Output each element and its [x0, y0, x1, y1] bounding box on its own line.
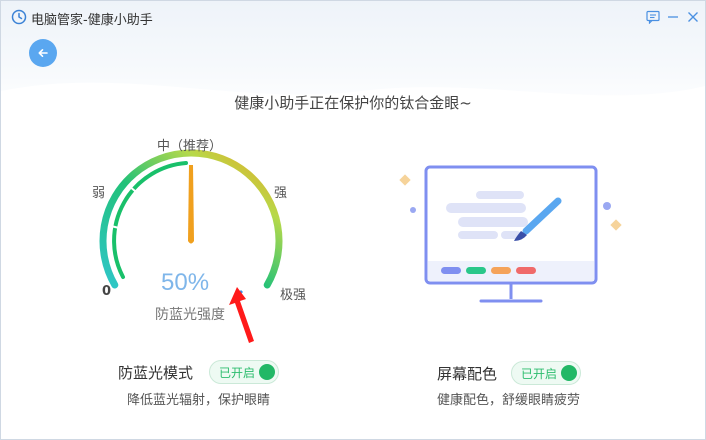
gauge-label-zero: 0 [102, 284, 112, 299]
screen-color-mode-title: 屏幕配色 [437, 365, 498, 383]
header-wave-decoration [1, 82, 705, 121]
screen-color-mode-description: 健康配色，舒缓眼睛疲劳 [437, 393, 581, 408]
gauge-inner-arc [112, 161, 188, 279]
blue-light-toggle[interactable]: 已开启 [209, 360, 279, 384]
gauge-label-middle: 中（推荐） [157, 139, 223, 154]
cloud-shapes [446, 191, 528, 239]
feedback-button[interactable] [643, 7, 663, 27]
back-button[interactable] [29, 39, 57, 67]
blue-light-mode-title: 防蓝光模式 [118, 364, 194, 382]
minimize-button[interactable] [663, 7, 683, 27]
blue-light-caption: 防蓝光强度 [155, 307, 225, 323]
close-icon [688, 12, 698, 22]
chat-icon [646, 10, 660, 24]
gauge-label-strong: 强 [274, 186, 288, 201]
screen-color-toggle[interactable]: 已开启 [511, 361, 581, 385]
gauge-ticks [110, 185, 268, 229]
back-arrow-icon [38, 49, 48, 57]
screen-color-toggle-knob [561, 365, 577, 381]
red-arrow-pointer [229, 287, 254, 343]
gauge-needle [188, 165, 194, 244]
gauge-outer-arc [99, 149, 283, 289]
blue-light-toggle-knob [259, 364, 275, 380]
status-headline: 健康小助手正在保护你的钛合金眼~ [234, 94, 472, 112]
gauge-label-weak: 弱 [92, 186, 106, 201]
gauge-label-very-strong: 极强 [280, 288, 307, 303]
blue-light-toggle-label: 已开启 [219, 365, 256, 380]
clock-icon [11, 9, 27, 25]
blue-light-mode-description: 降低蓝光辐射，保护眼睛 [127, 393, 271, 408]
brush-icon [514, 197, 562, 241]
screen-color-illustration [399, 165, 622, 303]
blue-light-percent: 50% [161, 269, 210, 296]
blue-light-gauge [99, 149, 283, 289]
title-bar: 电脑管家-健康小助手 [1, 1, 705, 33]
close-button[interactable] [683, 7, 703, 27]
minimize-icon [668, 16, 678, 18]
window-title: 电脑管家-健康小助手 [31, 13, 153, 28]
screen-color-toggle-label: 已开启 [521, 366, 558, 381]
